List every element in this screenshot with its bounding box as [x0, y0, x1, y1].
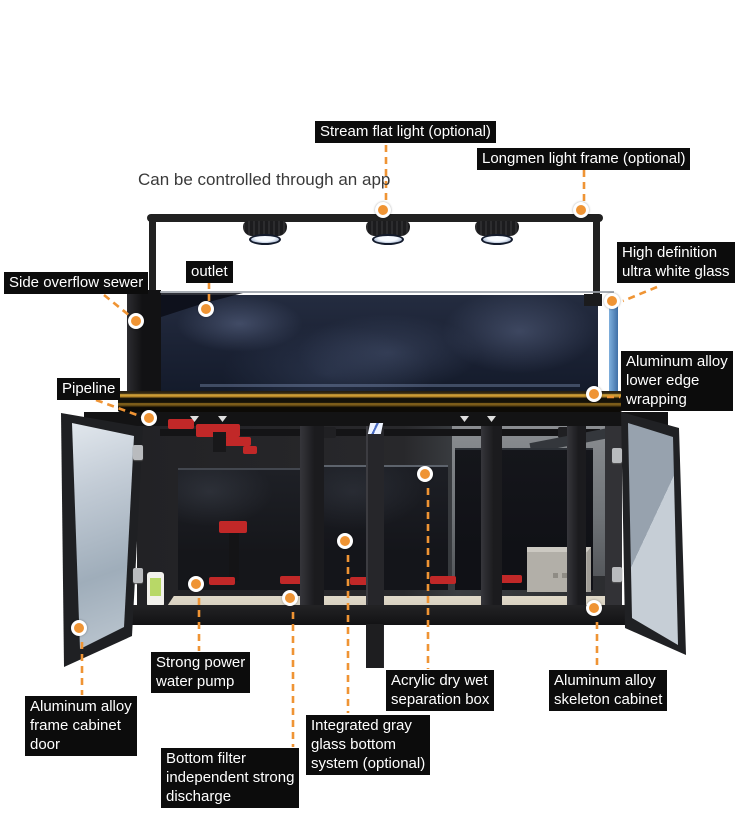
cabinet-post [481, 426, 502, 617]
marker-dot-high-definition-glass [604, 293, 620, 309]
floor-valve [350, 577, 376, 585]
marker-dot-frame-cabinet-door [71, 620, 87, 636]
glass-clip [487, 416, 496, 422]
cabinet-center-leg [366, 624, 383, 668]
vertical-pipe [229, 533, 239, 581]
label-aluminum-alloy-frame-cabinet-door: Aluminum alloy frame cabinet door [25, 696, 137, 756]
marker-dot-stream-flat-light [375, 202, 391, 218]
marker-dot-longmen-light-frame [573, 202, 589, 218]
floor-valve [209, 577, 235, 585]
floor-valve [496, 575, 522, 583]
door-hinge [133, 568, 143, 583]
red-valve [219, 521, 247, 533]
marker-dot-integrated-glass [337, 533, 353, 549]
cabinet-top-frame [84, 412, 668, 426]
label-integrated-gray-glass-bottom-system: Integrated gray glass bottom system (opt… [306, 715, 431, 775]
light-lens [481, 234, 513, 245]
door-hinge [612, 448, 622, 463]
door-hinge [612, 567, 622, 582]
label-bottom-filter-independent-strong-discharge: Bottom filter independent strong dischar… [161, 748, 300, 808]
label-longmen-light-frame: Longmen light frame (optional) [477, 148, 691, 170]
label-outlet: outlet [186, 261, 233, 283]
leader-high-definition-glass [622, 285, 658, 303]
cabinet-post [567, 426, 586, 617]
floor-valve [280, 576, 306, 584]
marker-dot-pipeline [141, 410, 157, 426]
marker-dot-skeleton-cabinet [586, 600, 602, 616]
label-acrylic-dry-wet-separation-box: Acrylic dry wet separation box [386, 670, 495, 711]
marker-dot-bottom-filter [282, 590, 298, 606]
tank-water [161, 295, 598, 391]
label-strong-power-water-pump: Strong power water pump [151, 652, 251, 693]
marker-dot-water-pump [188, 576, 204, 592]
marker-dot-acrylic-box [417, 466, 433, 482]
pipe-coupler [320, 427, 336, 438]
light-frame-right-post [593, 218, 600, 300]
label-side-overflow-sewer: Side overflow sewer [4, 272, 149, 294]
marker-dot-lower-edge-wrapping [586, 386, 602, 402]
marker-dot-side-overflow-sewer [128, 313, 144, 329]
light-fixture [475, 221, 519, 236]
red-valve [168, 419, 194, 429]
left-cabinet-door-glass [72, 423, 134, 649]
glass-clamp [584, 294, 602, 306]
label-pipeline: Pipeline [57, 378, 121, 400]
light-frame-bar [147, 214, 603, 222]
pipe-union [209, 452, 230, 469]
pipe-coupler [558, 427, 572, 438]
controller-device-screen [150, 578, 161, 596]
electrical-box-socket [553, 573, 558, 578]
cabinet-bottom-frame [84, 605, 668, 625]
light-fixture [366, 221, 410, 236]
water-bottom-highlight [200, 384, 580, 387]
marker-dot-outlet [198, 301, 214, 317]
light-lens [372, 234, 404, 245]
glass-clip [218, 416, 227, 422]
label-aluminum-alloy-skeleton-cabinet: Aluminum alloy skeleton cabinet [549, 670, 668, 711]
red-valve [196, 424, 240, 437]
tank-top-rim [160, 291, 614, 293]
glass-clip [190, 416, 199, 422]
light-frame-left-post [149, 218, 156, 296]
red-valve [243, 446, 257, 454]
app-control-note: Can be controlled through an app [138, 170, 391, 189]
electrical-box-socket [562, 573, 567, 578]
cabinet-post [300, 426, 324, 617]
label-aluminum-alloy-lower-edge-wrapping: Aluminum alloy lower edge wrapping [621, 351, 733, 411]
light-lens [249, 234, 281, 245]
right-cabinet-door-glass [628, 423, 678, 645]
aluminum-lower-edge-band [118, 391, 622, 412]
ultra-white-glass-edge [609, 298, 618, 393]
light-fixture [243, 221, 287, 236]
brand-logo-clip [367, 423, 384, 434]
glass-clip [460, 416, 469, 422]
floor-valve [430, 576, 456, 584]
door-hinge [133, 445, 143, 460]
red-valve [225, 437, 251, 446]
label-high-definition-ultra-white-glass: High definition ultra white glass [617, 242, 735, 283]
label-stream-flat-light: Stream flat light (optional) [315, 121, 496, 143]
